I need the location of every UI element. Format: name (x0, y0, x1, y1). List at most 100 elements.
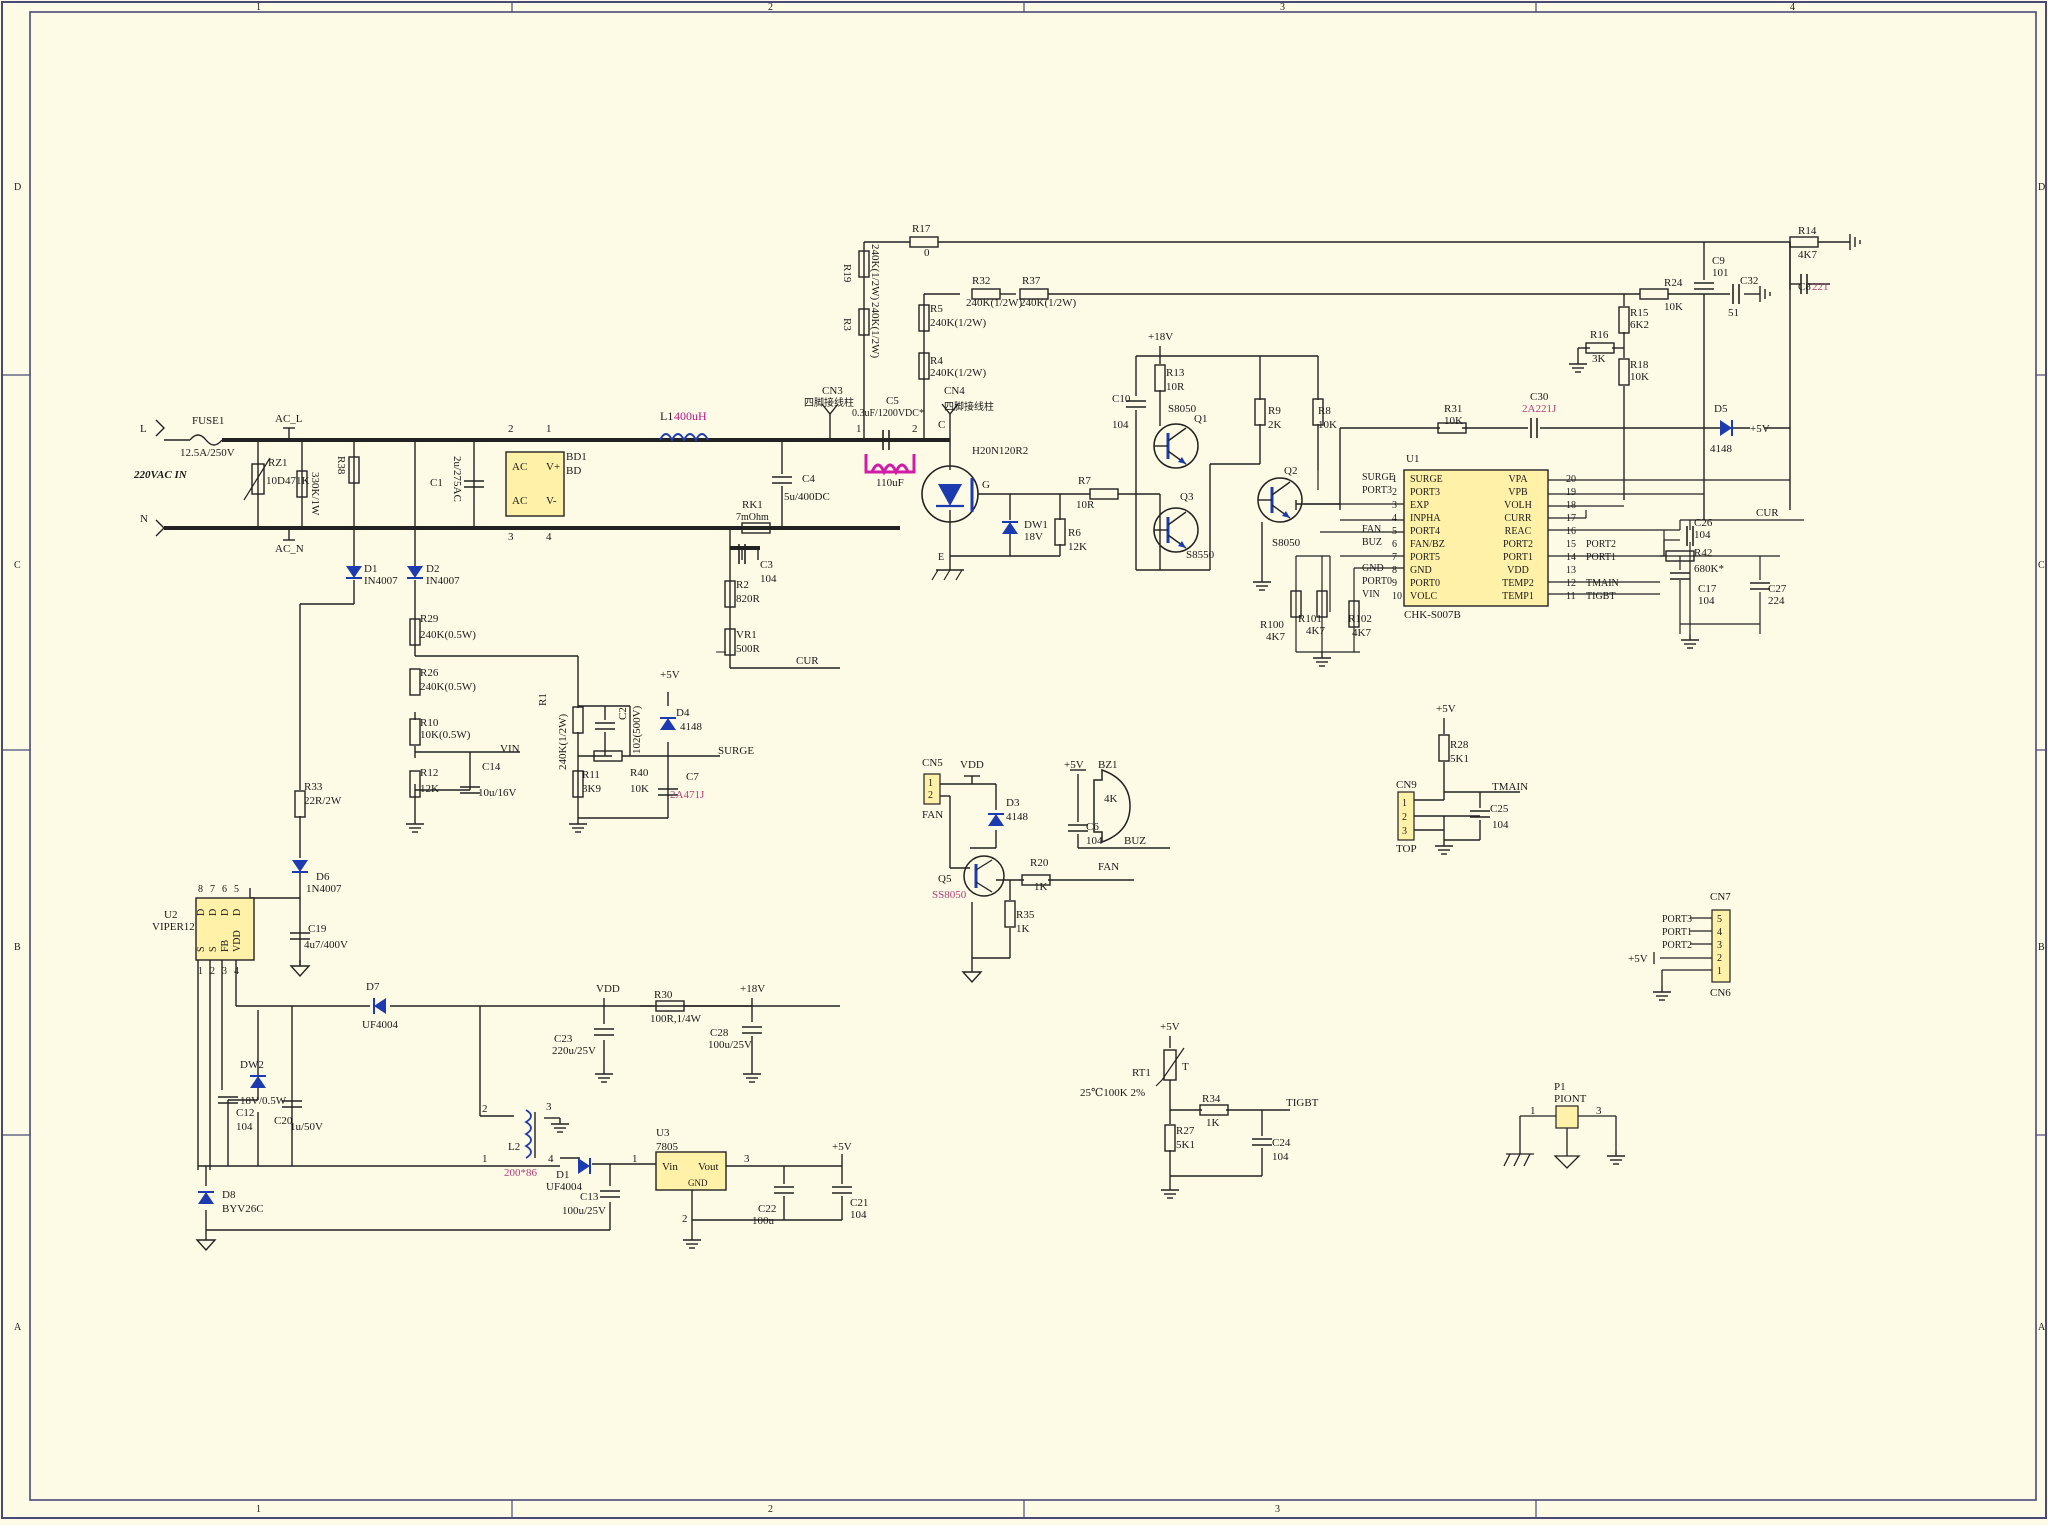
d5-supply: +5V (1750, 423, 1770, 435)
r10-ref: R10 (420, 717, 439, 729)
border-row-c-right: C (2038, 560, 2045, 571)
r28-ref: R28 (1450, 739, 1469, 751)
mcu-left-pin-number: 2 (1392, 487, 1397, 498)
bridge-vplus-pin: V+ (546, 461, 560, 473)
c6-value: 104 (1086, 835, 1103, 847)
mcu-cur-net: CUR (1756, 507, 1779, 519)
neutral-terminal-label: N (140, 513, 148, 525)
r2-value: 820R (736, 593, 761, 605)
c7-ref: C7 (686, 771, 699, 783)
mcu-right-pin-name: PORT1 (1503, 552, 1533, 563)
mcu-right-pin-name: VPA (1508, 474, 1528, 485)
bleeder-resistor-value: 330K/1W (309, 472, 321, 516)
fan-net: FAN (1098, 861, 1119, 873)
p1-pin-1: 1 (1530, 1105, 1536, 1117)
c17-value: 104 (1698, 595, 1715, 607)
u2-pin-name: VDD (232, 930, 243, 952)
r12-ref: R12 (420, 767, 438, 779)
mcu-left-pin-number: 7 (1392, 552, 1397, 563)
u2-pin-number: 5 (234, 884, 239, 895)
fan-connector-cn5 (923, 773, 941, 805)
r1-ref: R1 (537, 693, 549, 706)
border-col-2: 2 (768, 2, 773, 13)
mcu-left-pin-name: VOLC (1410, 591, 1438, 602)
mains-voltage-label: 220VAC IN (133, 469, 188, 481)
surge-net: SURGE (718, 745, 754, 757)
bridge-pin-3: 3 (508, 531, 514, 543)
l2-pin-1: 1 (482, 1153, 488, 1165)
c21-value: 104 (850, 1209, 867, 1221)
igbt-part: H20N120R2 (972, 445, 1028, 457)
border-bottom-2: 2 (768, 1504, 773, 1515)
mcu-left-pin-number: 1 (1392, 474, 1397, 485)
mcu-left-pin-number: 9 (1392, 578, 1397, 589)
mcu-chk-s007b (1403, 469, 1549, 607)
rk1-value: 7mOhm (736, 512, 769, 523)
mcu-right-pin-name: TEMP1 (1502, 591, 1534, 602)
test-point-p1 (1555, 1105, 1579, 1129)
port-connector-cn7 (1711, 909, 1731, 983)
mcu-right-pin-number: 12 (1566, 578, 1576, 589)
border-bottom-1: 1 (256, 1504, 261, 1515)
bz1-value: 4K (1104, 793, 1118, 805)
u2-pin-number: 4 (234, 966, 239, 977)
u2-pin-number: 2 (210, 966, 215, 977)
u3-pin-3: 3 (744, 1153, 750, 1165)
tigbt-net: TIGBT (1286, 1097, 1319, 1109)
r10-value: 10K(0.5W) (420, 729, 471, 741)
c10-value: 104 (1112, 419, 1129, 431)
d1-value: IN4007 (364, 575, 398, 587)
cn7-pin-number: 2 (1717, 953, 1722, 964)
smps-18v-net: +18V (740, 983, 765, 995)
u2-pin-number: 3 (222, 966, 227, 977)
u2-pin-number: 1 (198, 966, 203, 977)
r42-value: 680K* (1694, 563, 1724, 575)
c2-ref: C2 (617, 707, 629, 720)
r18-ref: R18 (1630, 359, 1649, 371)
mcu-right-pin-number: 15 (1566, 539, 1576, 550)
mcu-left-pin-name: PORT5 (1410, 552, 1440, 563)
q5-part: SS8050 (932, 889, 967, 901)
l2-pin-3: 3 (546, 1101, 552, 1113)
r2-ref: R2 (736, 579, 749, 591)
c9-ref: C9 (1712, 255, 1725, 267)
fan-vdd-net: VDD (960, 759, 984, 771)
u3-part: 7805 (656, 1141, 679, 1153)
u2-ref: U2 (164, 909, 177, 921)
bridge-pin-4: 4 (546, 531, 552, 543)
cn7-pin-net: PORT3 (1662, 914, 1692, 925)
d5-value: 4148 (1710, 443, 1733, 455)
d7-value: UF4004 (362, 1019, 399, 1031)
c27-ref: C27 (1768, 583, 1787, 595)
c5-value: 0.3uF/1200VDC* (852, 408, 924, 419)
coil-value: 110uF (876, 477, 904, 489)
c4-value: 5u/400DC (784, 491, 830, 503)
rt1-supply: +5V (1160, 1021, 1180, 1033)
r34-ref: R34 (1202, 1093, 1221, 1105)
bridge-pin-1: 1 (546, 423, 552, 435)
cn5-ref: CN5 (922, 757, 943, 769)
bridge-rectifier (505, 451, 565, 517)
r6-ref: R6 (1068, 527, 1081, 539)
cn5-pin-2: 2 (928, 790, 933, 801)
cn7-pin-number: 1 (1717, 966, 1722, 977)
vr1-ref: VR1 (736, 629, 757, 641)
r34-value: 1K (1206, 1117, 1220, 1129)
mcu-left-pin-name: EXP (1410, 500, 1429, 511)
mcu-right-net: TMAIN (1586, 578, 1619, 589)
r12-value: 12K (420, 783, 439, 795)
r42-ref: R42 (1694, 547, 1712, 559)
tmain-supply: +5V (1436, 703, 1456, 715)
c7-value: 2A471J (670, 789, 705, 801)
smps-vdd-net: VDD (596, 983, 620, 995)
mcu-left-net: PORT0 (1362, 576, 1392, 587)
u3-pin-1: 1 (632, 1153, 638, 1165)
r7-ref: R7 (1078, 475, 1091, 487)
q1-ref: Q1 (1194, 413, 1207, 425)
u3-pin-2: 2 (682, 1213, 688, 1225)
u2-pin-name: S (196, 946, 207, 952)
c1-ref: C1 (430, 477, 443, 489)
dw1-ref: DW1 (1024, 519, 1048, 531)
q5-ref: Q5 (938, 873, 952, 885)
cn7-pin-net: PORT2 (1662, 940, 1692, 951)
